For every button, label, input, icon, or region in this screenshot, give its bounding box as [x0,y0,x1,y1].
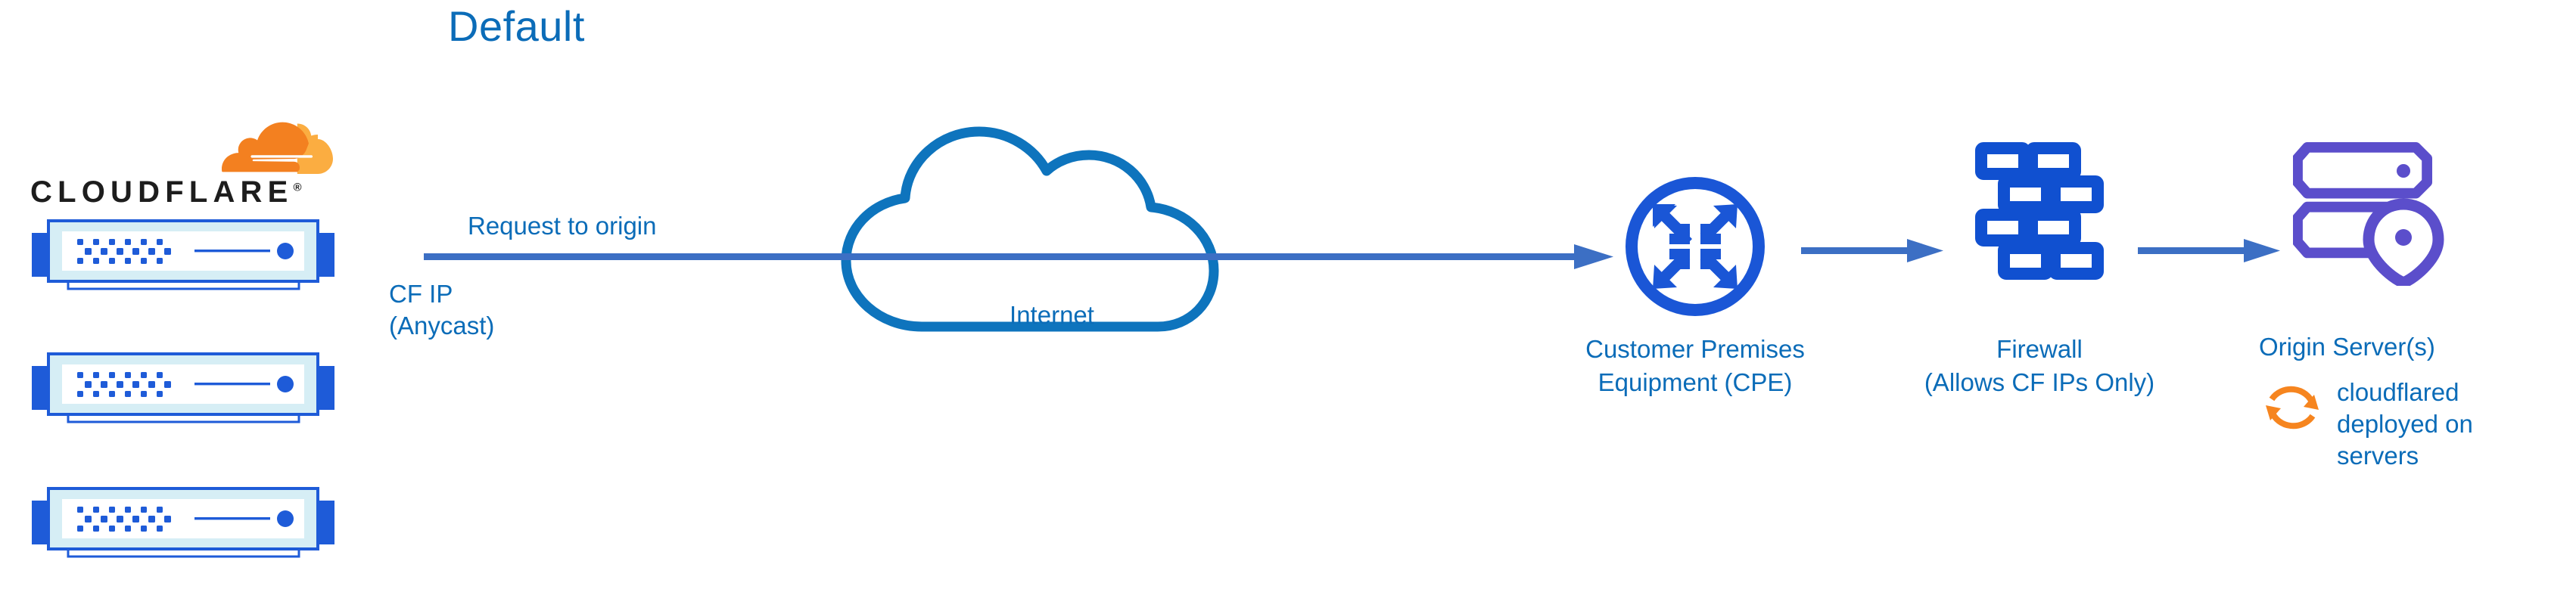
firewall-label-line-1: Firewall [1996,335,2083,363]
cloudflared-line-3: servers [2337,442,2419,470]
node-label-internet: Internet [1010,301,1094,329]
right-arrow-icon [2138,234,2282,268]
router-four-arrows-circle-icon [1619,171,1771,322]
registered-trademark-mark: ® [293,181,302,194]
annotation-label-cloudflared: cloudflared deployed on servers [2337,377,2549,472]
right-arrow-icon [1801,234,1945,268]
sync-circular-arrows-icon [2263,378,2322,437]
cloudflare-brand-block: CLOUDFLARE® [30,112,348,209]
server-rack-location-pin-icon [2292,135,2444,289]
cloudflared-line-2: deployed on [2337,410,2473,438]
flow-label-cf-ip: CF IP (Anycast) [389,278,494,342]
server-rack-unit-icon [32,349,334,423]
cf-ip-line-2: (Anycast) [389,312,495,340]
cloudflare-wordmark: CLOUDFLARE® [30,175,302,209]
cloudflare-wordmark-text: CLOUDFLARE [30,175,294,209]
cloud-icon [832,106,1271,333]
server-rack-unit-icon [32,484,334,558]
firewall-label-line-2: (Allows CF IPs Only) [1924,368,2155,396]
cloudflared-line-1: cloudflared [2337,378,2459,406]
flow-label-request-to-origin: Request to origin [468,212,657,240]
node-label-cpe: Customer Premises Equipment (CPE) [1529,333,1862,399]
cpe-label-line-1: Customer Premises [1585,335,1805,363]
right-arrow-icon [424,240,1619,274]
page-title: Default [448,2,585,50]
brick-wall-icon [1968,138,2111,289]
node-label-firewall: Firewall (Allows CF IPs Only) [1881,333,2198,399]
cloudflare-cloud-logo-icon [204,112,348,174]
cpe-label-line-2: Equipment (CPE) [1598,368,1793,396]
server-rack-unit-icon [32,216,334,290]
node-label-origin-server: Origin Server(s) [2259,333,2435,361]
cf-ip-line-1: CF IP [389,280,453,308]
